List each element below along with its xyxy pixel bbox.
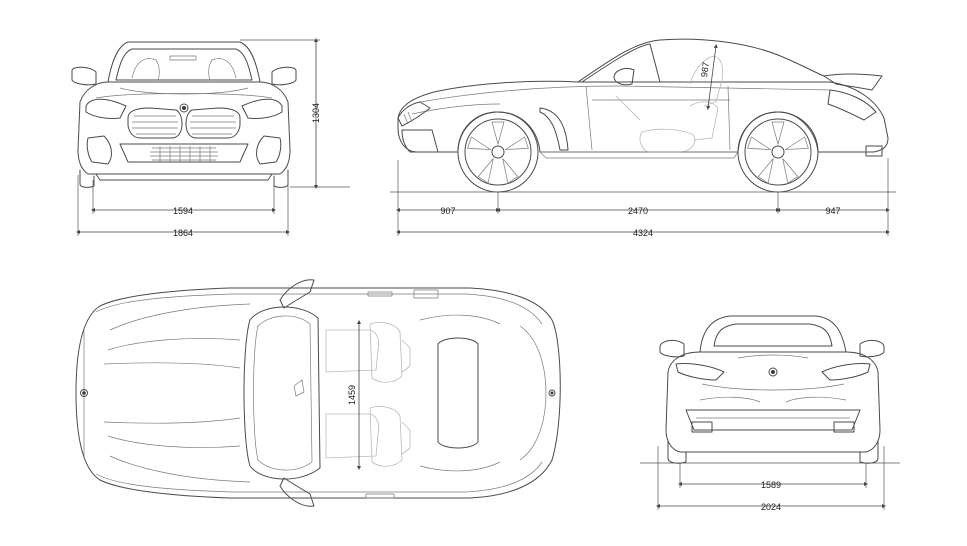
headroom-label: 987 <box>699 61 711 77</box>
rear-track-label: 1589 <box>761 480 781 490</box>
top-view <box>75 279 561 507</box>
front-wheel-icon <box>457 111 539 193</box>
rear-wheel-icon <box>737 111 819 193</box>
side-view-dimensions: 907 2470 947 4324 987 <box>396 44 890 238</box>
side-view <box>390 38 896 193</box>
headroom-dimension-line <box>706 44 718 110</box>
front-view <box>71 41 297 188</box>
rear-view-dimensions: 1589 2024 <box>640 446 900 512</box>
front-width-label: 1864 <box>173 228 193 238</box>
rear-view <box>659 315 885 464</box>
front-view-dimensions: 1594 1864 1304 <box>76 38 350 238</box>
front-track-label: 1594 <box>173 206 193 216</box>
front-overhang-label: 907 <box>440 206 455 216</box>
rear-overhang-label: 947 <box>825 206 840 216</box>
top-view-dimensions: 1459 <box>347 320 361 470</box>
front-height-label: 1304 <box>311 103 321 123</box>
overall-length-label: 4324 <box>633 228 653 238</box>
interior-width-label: 1459 <box>347 385 357 405</box>
rear-width-label: 2024 <box>761 502 781 512</box>
wheelbase-label: 2470 <box>628 206 648 216</box>
